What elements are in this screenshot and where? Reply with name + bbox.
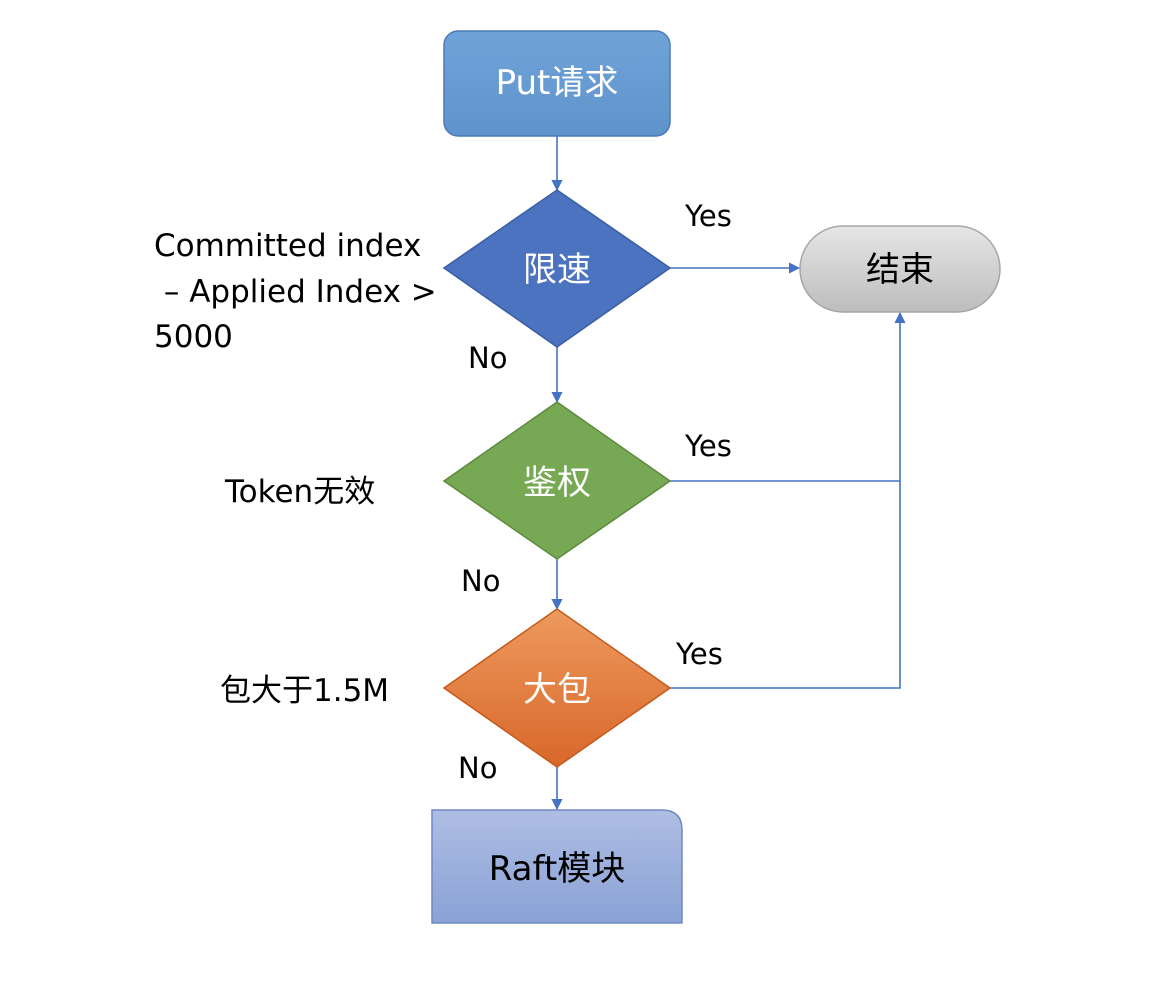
rate-condition-line-2: – Applied Index > [154, 274, 437, 310]
connectors [551, 136, 906, 811]
rate-limit-decision: 限速 [442, 189, 672, 348]
big-packet-label: 大包 [523, 670, 591, 710]
end-node-label: 结束 [866, 250, 934, 290]
start-node: Put请求 [443, 30, 671, 137]
start-node-label: Put请求 [496, 63, 619, 103]
rate-yes-label: Yes [684, 199, 732, 233]
auth-yes-label: Yes [684, 429, 732, 463]
big-packet-decision: 大包 [442, 608, 672, 768]
rate-limit-condition: Committed index – Applied Index > 5000 [154, 228, 437, 355]
auth-no-label: No [461, 564, 500, 598]
rate-limit-label: 限速 [523, 250, 591, 290]
raft-module-label: Raft模块 [489, 849, 625, 889]
rate-no-label: No [468, 341, 507, 375]
big-packet-condition: 包大于1.5M [220, 673, 389, 709]
end-node: 结束 [799, 225, 1001, 313]
raft-module-node: Raft模块 [431, 809, 683, 924]
rate-condition-line-1: Committed index [154, 228, 421, 264]
auth-label: 鉴权 [523, 463, 591, 503]
big-yes-label: Yes [675, 637, 723, 671]
edge-big-yes-join [670, 481, 901, 689]
big-no-label: No [458, 751, 497, 785]
rate-condition-line-3: 5000 [154, 319, 233, 355]
auth-decision: 鉴权 [442, 401, 672, 560]
auth-condition: Token无效 [224, 474, 375, 510]
